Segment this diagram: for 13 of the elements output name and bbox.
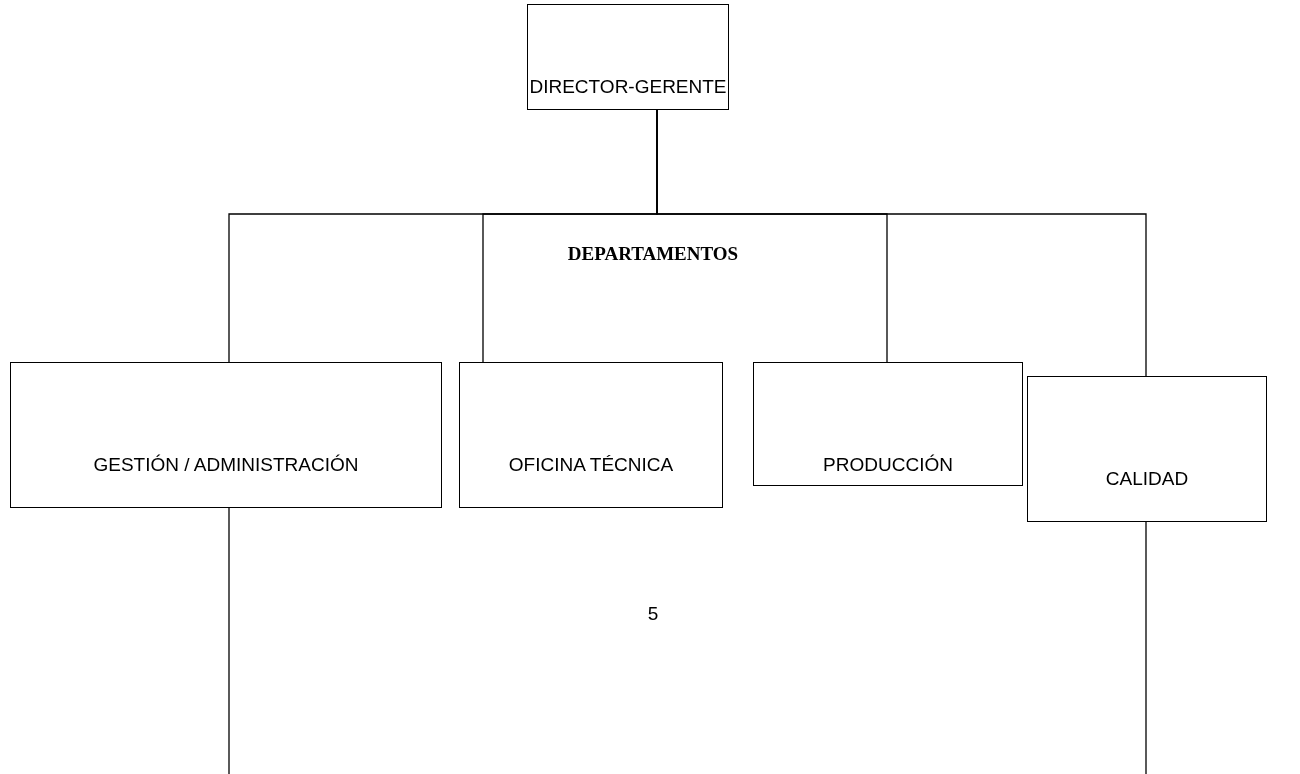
box-title: OFICINA TÉCNICA: [508, 453, 674, 477]
box-title: PRODUCCIÓN: [823, 453, 953, 477]
department-box: [10, 362, 442, 508]
connector-line: [228, 507, 230, 774]
department-box: [527, 4, 729, 110]
connector-line: [656, 109, 1147, 377]
department-box: [459, 362, 723, 508]
box-title: DIRECTOR-GERENTE: [529, 75, 727, 99]
box-title: CALIDAD: [1105, 467, 1189, 491]
department-box: [1027, 376, 1267, 522]
department-box: [753, 362, 1023, 486]
connector-line: [1145, 521, 1147, 774]
box-title: GESTIÓN / ADMINISTRACIÓN: [93, 453, 359, 477]
